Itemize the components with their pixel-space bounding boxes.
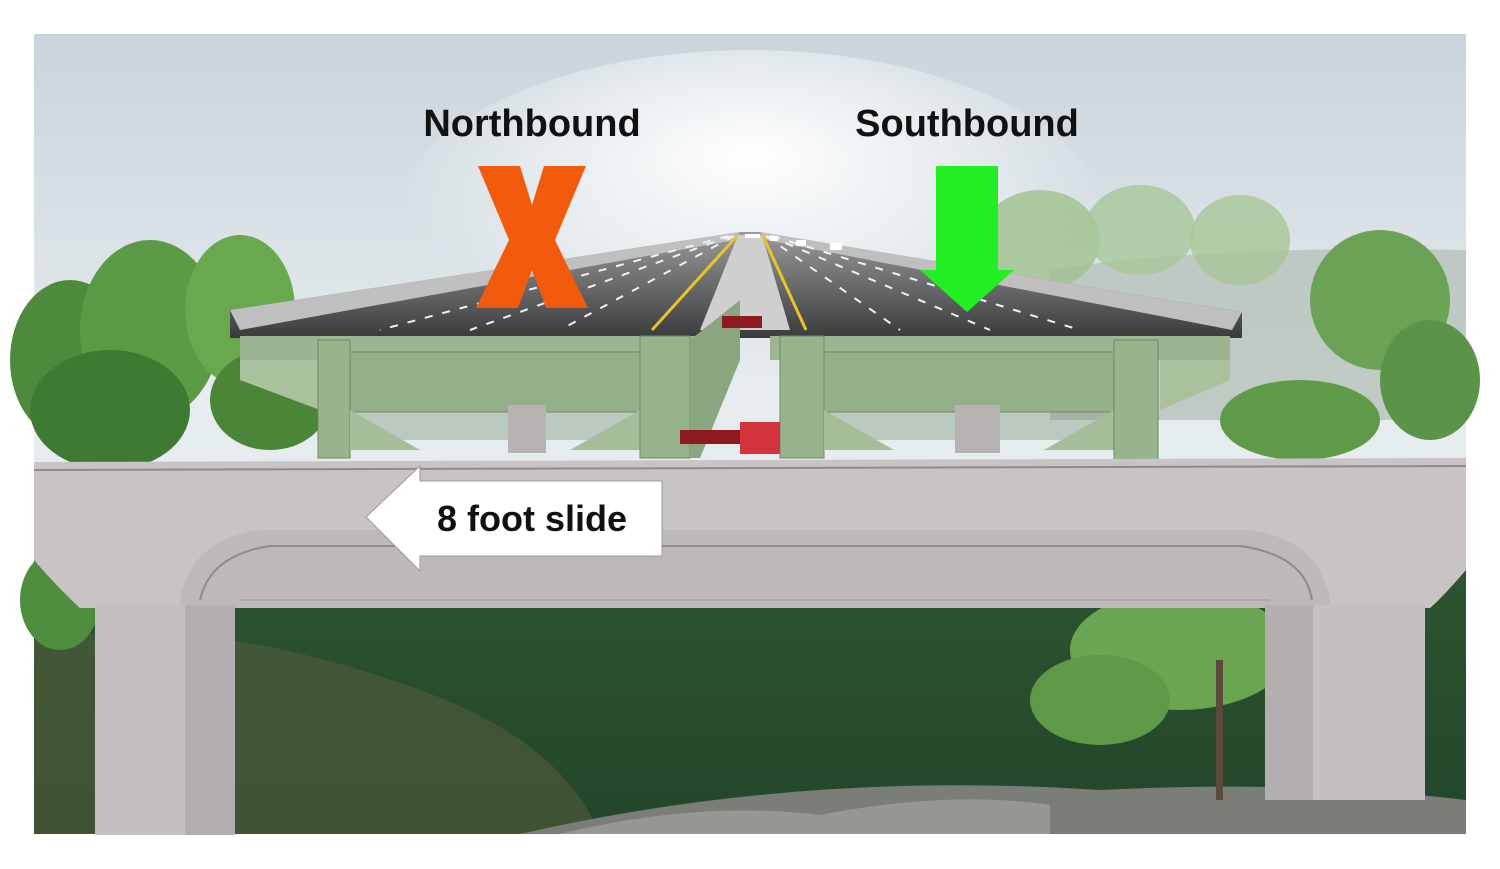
rocky-highlight xyxy=(560,799,1050,834)
x-mark-icon xyxy=(476,166,588,308)
left-arrow-icon xyxy=(365,464,663,573)
car xyxy=(830,243,842,250)
steel-girders xyxy=(240,300,1230,461)
trees-left xyxy=(10,235,330,650)
northbound-label: Northbound xyxy=(423,103,640,145)
left-parapet xyxy=(230,232,740,330)
pier-arch xyxy=(180,530,1330,608)
slide-label: 8 foot slide xyxy=(437,498,627,539)
southbound-label: Southbound xyxy=(855,103,1079,145)
down-arrow-icon xyxy=(920,166,1014,312)
car xyxy=(796,240,806,246)
trees-right xyxy=(980,185,1480,800)
slide-jack xyxy=(680,316,780,454)
car xyxy=(770,236,778,241)
median-gap xyxy=(700,235,790,330)
